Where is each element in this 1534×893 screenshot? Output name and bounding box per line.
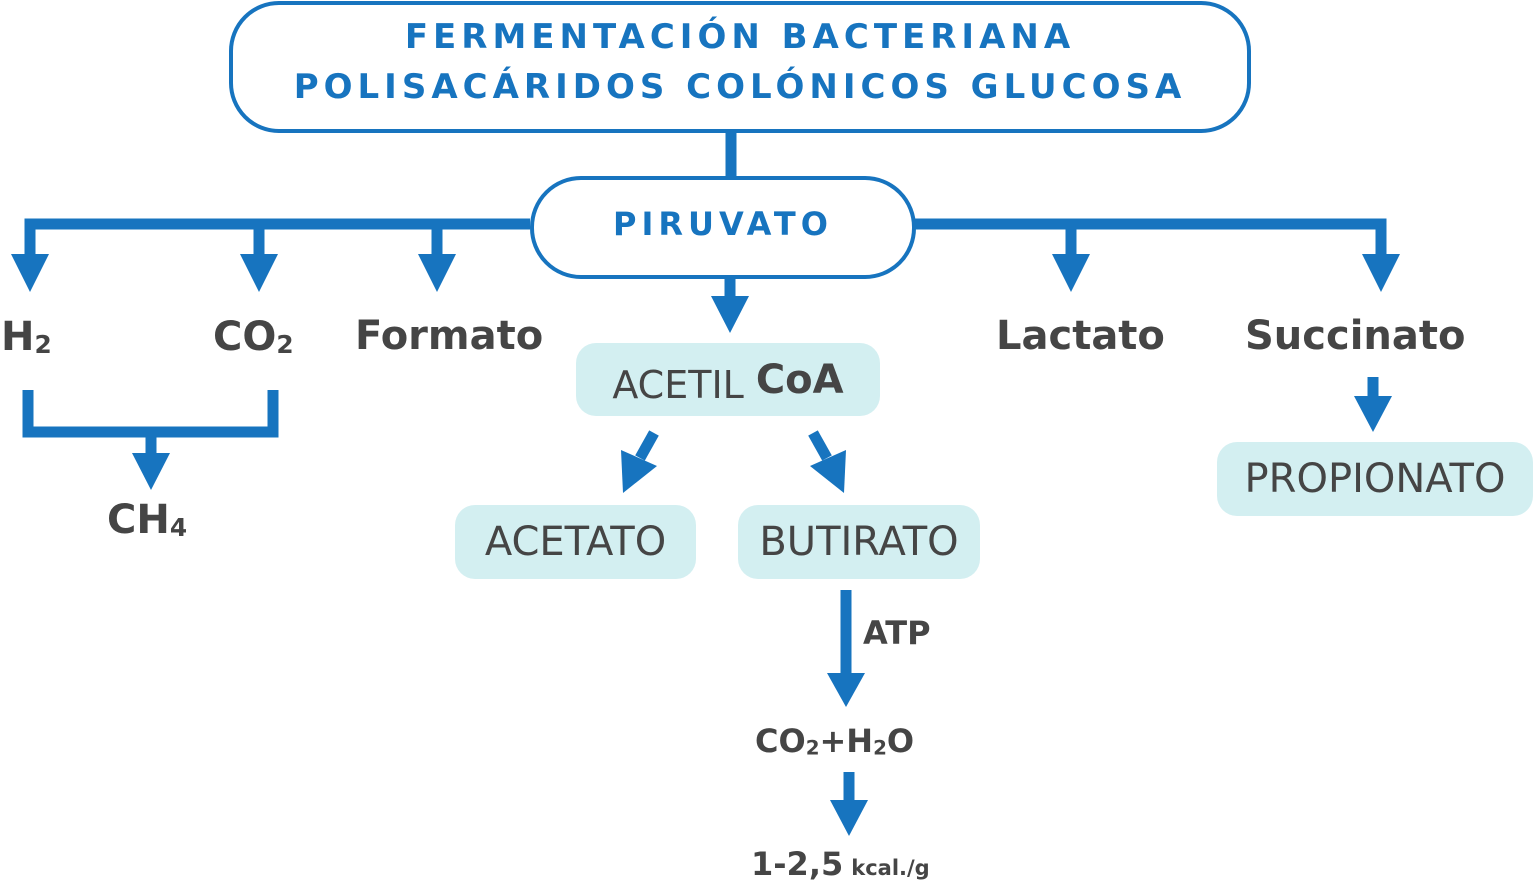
arrowhead-butirato (810, 450, 846, 493)
bracket-h2-co2 (22, 390, 279, 438)
connector-butirato (808, 430, 832, 461)
arrowhead-acetato (621, 450, 657, 493)
arrowhead-co2 (240, 254, 278, 292)
piruvato-box (530, 176, 916, 279)
butirato-pill: BUTIRATO (738, 505, 980, 579)
atp-label: ATP (863, 614, 931, 652)
arrowhead-yield (830, 800, 868, 836)
title-box (229, 1, 1251, 133)
acetato-pill: ACETATO (455, 505, 696, 579)
arrowhead-succinato (1362, 254, 1400, 292)
yield-label: 1-2,5 kcal./g (751, 848, 930, 880)
title-line-1: FERMENTACIÓN BACTERIANA (404, 17, 1076, 57)
arrowhead-ch4 (132, 453, 170, 490)
title-line-2: POLISACÁRIDOS COLÓNICOS GLUCOSA (293, 67, 1187, 107)
connector-left-bus (24, 218, 530, 256)
arrowhead-h2 (11, 254, 49, 292)
yield-unit: kcal./g (851, 856, 930, 880)
yield-value: 1-2,5 (751, 845, 844, 883)
co2-label: CO2 (213, 314, 294, 360)
lactato-label: Lactato (996, 313, 1165, 359)
arrowhead-acetil (711, 296, 749, 333)
connector-acetato (635, 430, 659, 461)
acetil-coa-pill: ACETIL CoA (576, 343, 880, 416)
arrowhead-propionato (1354, 396, 1392, 432)
co2-h2o-label: CO2+H2O (755, 722, 915, 760)
coa-label: CoA (755, 356, 844, 403)
propionato-pill: PROPIONATO (1217, 442, 1533, 516)
arrowhead-lactato (1052, 254, 1090, 292)
ch4-label: CH4 (107, 497, 188, 543)
piruvato-label: PIRUVATO (613, 205, 833, 243)
arrowhead-atp (827, 673, 865, 707)
acetil-label: ACETIL (612, 362, 744, 407)
formato-label: Formato (355, 313, 544, 359)
h2-label: H2 (1, 314, 52, 360)
arrowhead-formato (418, 254, 456, 292)
succinato-label: Succinato (1245, 313, 1466, 359)
connector-right-bus (914, 218, 1387, 256)
